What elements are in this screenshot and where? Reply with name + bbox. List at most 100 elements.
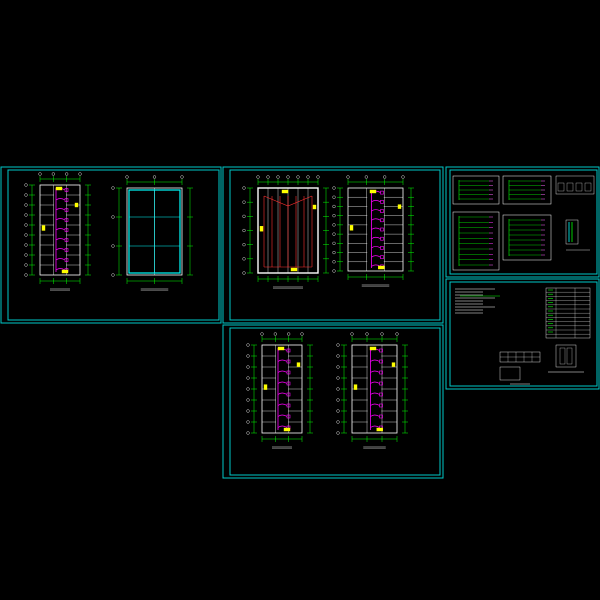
cad-rect <box>349 225 354 231</box>
axis-bubble <box>365 332 369 336</box>
cad-rect <box>286 414 291 419</box>
cad-rect <box>380 236 384 241</box>
cad-rect <box>353 384 358 390</box>
axis-bubble <box>246 409 250 413</box>
axis-bubble <box>78 172 82 176</box>
cad-rect <box>263 384 268 390</box>
cad-rect <box>369 189 377 194</box>
axis-bubble <box>24 233 28 237</box>
axis-bubble <box>260 332 264 336</box>
sheet-4[interactable] <box>445 166 600 278</box>
axis-bubble <box>24 213 28 217</box>
cad-rect <box>452 211 500 271</box>
sheet-5-inner-frame <box>449 281 598 387</box>
cad-rect <box>452 175 500 205</box>
sheet-1-floor-plan-a <box>24 172 91 291</box>
axis-bubble <box>246 420 250 424</box>
axis-bubble <box>24 183 28 187</box>
cad-rect <box>379 414 383 419</box>
axis-bubble <box>111 244 115 248</box>
wiring-run <box>370 381 380 384</box>
cad-rect <box>286 359 291 364</box>
wiring-run <box>277 370 288 373</box>
axis-bubble <box>336 354 340 358</box>
axis-bubble <box>246 398 250 402</box>
sheet-4-inner-frame <box>449 169 598 275</box>
axis-bubble <box>336 365 340 369</box>
axis-bubble <box>246 343 250 347</box>
axis-bubble <box>300 332 304 336</box>
axis-bubble <box>24 263 28 267</box>
wiring-run <box>371 227 381 230</box>
axis-bubble <box>332 232 336 236</box>
cad-rect <box>369 346 377 351</box>
axis-bubble <box>401 175 405 179</box>
wiring-run <box>370 359 380 362</box>
wiring-run <box>277 425 288 428</box>
cad-rect <box>296 362 301 367</box>
sheet-5-outer-frame <box>445 278 600 390</box>
cad-rect <box>380 246 384 250</box>
axis-bubble <box>24 243 28 247</box>
cad-rect <box>286 392 291 397</box>
axis-bubble <box>316 175 320 179</box>
axis-bubble <box>111 273 115 277</box>
cad-rect <box>290 267 298 272</box>
wiring-run <box>371 199 381 203</box>
axis-bubble <box>24 273 28 277</box>
cad-rect <box>566 182 574 192</box>
cad-rect <box>557 182 565 192</box>
axis-bubble <box>336 387 340 391</box>
cad-rect <box>379 348 383 353</box>
cad-rect <box>61 269 69 274</box>
sheet-2-outer-frame <box>222 166 444 324</box>
axis-bubble <box>24 193 28 197</box>
axis-bubble <box>246 387 250 391</box>
axis-bubble <box>332 223 336 227</box>
axis-bubble <box>111 186 115 190</box>
cad-rect <box>376 427 383 432</box>
sheet-1-inner-frame <box>7 169 220 321</box>
sheet-3-outer-frame <box>222 324 444 479</box>
wiring-run <box>55 268 66 271</box>
axis-bubble <box>242 214 246 218</box>
sheet-1[interactable] <box>0 166 222 324</box>
wiring-run <box>371 236 381 240</box>
cad-rect <box>545 287 591 339</box>
cad-rect <box>379 392 383 397</box>
axis-bubble <box>38 172 42 176</box>
wiring-run <box>370 392 380 395</box>
sheet-3[interactable] <box>222 324 444 479</box>
axis-bubble <box>383 175 387 179</box>
wiring-run <box>370 414 380 417</box>
axis-bubble <box>242 200 246 204</box>
wiring-run <box>55 218 66 221</box>
cad-rect <box>55 186 63 191</box>
circuit-run <box>263 195 313 207</box>
wiring-run <box>371 218 381 221</box>
sheet-2[interactable] <box>222 166 444 324</box>
wiring-run <box>277 414 288 417</box>
cad-rect <box>64 208 69 212</box>
cad-rect <box>39 184 81 276</box>
cad-rect <box>286 381 291 386</box>
axis-bubble <box>242 228 246 233</box>
cad-rect <box>397 204 402 209</box>
cad-rect <box>277 346 285 351</box>
sheet-2-floor-plan-a <box>242 175 329 289</box>
cad-rect <box>64 228 69 232</box>
cad-rect <box>555 175 595 195</box>
cad-rect <box>379 381 383 386</box>
sheet-3-floor-plan-a <box>246 332 313 449</box>
axis-bubble <box>332 195 336 199</box>
cad-rect <box>64 258 69 262</box>
cad-rect <box>286 403 291 408</box>
cad-rect <box>286 370 291 375</box>
sheet-5[interactable] <box>445 278 600 390</box>
axis-bubble <box>242 257 246 261</box>
cad-rect <box>281 189 289 194</box>
sheet-5-notes-and-legend <box>455 287 591 385</box>
cad-rect <box>64 248 69 252</box>
wiring-run <box>55 258 66 261</box>
